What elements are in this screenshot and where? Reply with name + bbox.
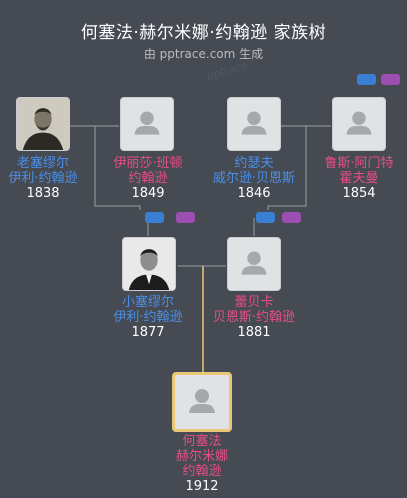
name-line: 威尔逊·贝恩斯 (212, 171, 296, 186)
name-line: 小塞缪尔 (121, 295, 174, 310)
portrait-icon (17, 98, 69, 150)
person-placeholder-icon (241, 111, 267, 135)
person-placeholder-icon (346, 111, 372, 135)
birth-year: 1854 (342, 186, 376, 201)
person-photo[interactable] (227, 97, 281, 151)
page-subtitle: 由 pptrace.com 生成 (143, 47, 264, 61)
name-line: 约瑟夫 (234, 156, 274, 171)
person-name-ruth[interactable]: 鲁斯·阿门特 霍夫曼 1854 (313, 156, 405, 201)
birth-year: 1912 (185, 479, 219, 494)
name-line: 鲁斯·阿门特 (324, 156, 394, 171)
expand-ancestors-button[interactable] (381, 74, 400, 85)
person-photo[interactable] (16, 97, 70, 151)
expand-parents-button[interactable] (282, 212, 301, 223)
person-name-josefa[interactable]: 何塞法 赫尔米娜 约翰逊 1912 (152, 434, 252, 494)
person-name-eliza[interactable]: 伊丽莎·班顿 约翰逊 1849 (100, 156, 196, 201)
person-name-joseph[interactable]: 约瑟夫 威尔逊·贝恩斯 1846 (204, 156, 304, 201)
descent-line-1 (94, 126, 141, 210)
birth-year: 1881 (237, 325, 271, 340)
name-line: 伊丽莎·班顿 (113, 156, 183, 171)
expand-parents-button[interactable] (256, 212, 275, 223)
descent-line-2 (267, 126, 307, 210)
expand-parents-button[interactable] (176, 212, 195, 223)
name-line: 贝恩斯·约翰逊 (212, 310, 296, 325)
birth-year: 1849 (131, 186, 165, 201)
name-line: 约翰逊 (128, 171, 168, 186)
name-line: 何塞法 (182, 434, 222, 449)
name-line: 约翰逊 (182, 464, 222, 479)
name-line: 赫尔米娜 (175, 449, 228, 464)
person-placeholder-icon (134, 111, 160, 135)
person-photo[interactable] (227, 237, 281, 291)
person-name-samuel-sr[interactable]: 老塞缪尔 伊利·约翰逊 1838 (0, 156, 86, 201)
name-line: 老塞缪尔 (16, 156, 69, 171)
name-line: 蕾贝卡 (234, 295, 274, 310)
person-name-samuel-jr[interactable]: 小塞缪尔 伊利·约翰逊 1877 (100, 295, 196, 340)
person-photo[interactable] (120, 97, 174, 151)
name-line: 霍夫曼 (339, 171, 379, 186)
person-photo[interactable] (122, 237, 176, 291)
person-placeholder-icon (241, 251, 267, 275)
birth-year: 1838 (26, 186, 60, 201)
person-placeholder-icon (189, 389, 215, 413)
person-photo[interactable] (332, 97, 386, 151)
person-photo-selected[interactable] (172, 372, 232, 432)
birth-year: 1877 (131, 325, 165, 340)
name-line: 伊利·约翰逊 (8, 171, 78, 186)
name-line: 伊利·约翰逊 (113, 310, 183, 325)
expand-parents-button[interactable] (145, 212, 164, 223)
birth-year: 1846 (237, 186, 271, 201)
page-title: 何塞法·赫尔米娜·约翰逊 家族树 (80, 23, 327, 43)
portrait-icon (123, 238, 175, 290)
expand-ancestors-button[interactable] (357, 74, 376, 85)
person-name-rebecca[interactable]: 蕾贝卡 贝恩斯·约翰逊 1881 (200, 295, 308, 340)
